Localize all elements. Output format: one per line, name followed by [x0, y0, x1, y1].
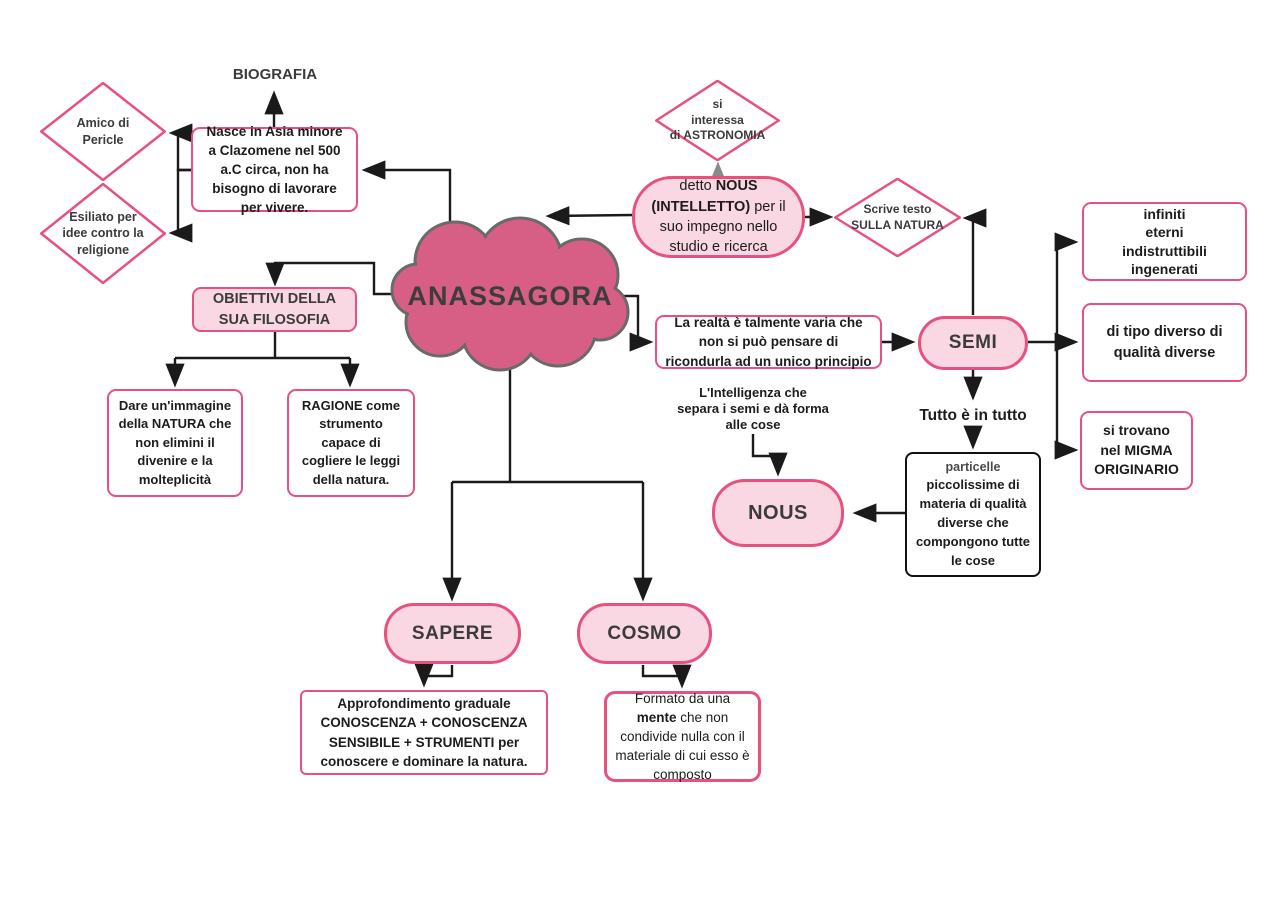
- realta-label: La realtà è talmente varia che non si pu…: [665, 315, 872, 369]
- detto-nous-label: detto NOUS (INTELLETTO) per il suo impeg…: [651, 178, 786, 256]
- node-approfondimento[interactable]: Approfondimento graduale CONOSCENZA + CO…: [300, 690, 548, 775]
- node-nascita[interactable]: Nasce in Asia minore a Clazomene nel 500…: [191, 124, 358, 215]
- particelle-title: particelle: [945, 460, 1001, 475]
- connector-dettonous-cloud: [545, 206, 633, 226]
- connector-semi-scrive: [962, 208, 987, 315]
- astronomia-label: si interessa di ASTRONOMIA: [669, 97, 766, 143]
- formato-label: Formato da una mente che non condivide n…: [615, 690, 750, 783]
- anassagora-label: ANASSAGORA: [407, 280, 613, 311]
- diamond-shape: [40, 183, 166, 284]
- node-amico-di-pericle[interactable]: Amico di Pericle: [40, 82, 166, 181]
- dare-immagine-label: Dare un'immagine della NATURA che non el…: [118, 397, 232, 487]
- node-realta[interactable]: La realtà è talmente varia che non si pu…: [655, 315, 882, 369]
- node-obiettivi[interactable]: OBIETTIVI DELLA SUA FILOSOFIA: [192, 287, 357, 332]
- node-cosmo[interactable]: COSMO: [577, 603, 712, 664]
- diamond-shape: [40, 82, 166, 181]
- obiettivi-label: OBIETTIVI DELLA SUA FILOSOFIA: [212, 290, 337, 328]
- amico-label: Amico di Pericle: [76, 116, 130, 147]
- tipo-diverso-label: di tipo diverso di qualità diverse: [1106, 323, 1223, 361]
- diamond-shape: [655, 80, 780, 161]
- node-dare-immagine[interactable]: Dare un'immagine della NATURA che non el…: [107, 389, 243, 497]
- connector-nascita-amico: [168, 123, 193, 172]
- ragione-label: RAGIONE come strumento capace di coglier…: [301, 397, 401, 487]
- connector-sapere-approfondimento: [414, 663, 454, 688]
- node-nous[interactable]: NOUS: [712, 479, 844, 547]
- node-ragione[interactable]: RAGIONE come strumento capace di coglier…: [287, 389, 415, 497]
- connector-cosmo-formato: [641, 664, 692, 689]
- node-detto-nous[interactable]: detto NOUS (INTELLETTO) per il suo impeg…: [632, 176, 805, 258]
- particelle-body: piccolissime di materia di qualità diver…: [915, 477, 1031, 568]
- node-astronomia[interactable]: si interessa di ASTRONOMIA: [655, 80, 780, 161]
- nascita-label: Nasce in Asia minore a Clazomene nel 500…: [206, 123, 343, 216]
- node-infiniti[interactable]: infiniti eterni indistruttibili ingenera…: [1082, 202, 1247, 281]
- nous-label: NOUS: [748, 501, 808, 524]
- infiniti-label: infiniti eterni indistruttibili ingenera…: [1122, 205, 1207, 277]
- connector-nascita-esiliato: [168, 168, 193, 243]
- connector-cloud-nascita: [361, 160, 452, 230]
- node-biografia[interactable]: BIOGRAFIA: [213, 63, 337, 85]
- connector-cloud-realta: [620, 294, 654, 352]
- connector-obiettivi-split: [175, 332, 350, 360]
- node-migma[interactable]: si trovano nel MIGMA ORIGINARIO: [1080, 411, 1193, 490]
- node-scrive-testo[interactable]: Scrive testo SULLA NATURA: [834, 178, 961, 257]
- node-tipo-diverso[interactable]: di tipo diverso di qualità diverse: [1082, 303, 1247, 382]
- scrive-label: Scrive testo SULLA NATURA: [851, 201, 944, 232]
- approfondimento-label: Approfondimento graduale CONOSCENZA + CO…: [320, 696, 528, 769]
- node-esiliato[interactable]: Esiliato per idee contro la religione: [40, 183, 166, 284]
- diamond-shape: [834, 178, 961, 257]
- connector-intelligenza-nous: [751, 434, 788, 477]
- cosmo-label: COSMO: [607, 622, 682, 644]
- node-tutto-e-in-tutto[interactable]: Tutto è in tutto: [908, 405, 1038, 427]
- sapere-label: SAPERE: [411, 622, 494, 644]
- connector-cloud-bottomsplit: [452, 368, 643, 484]
- biografia-label: BIOGRAFIA: [232, 65, 318, 83]
- semi-label: SEMI: [948, 332, 998, 353]
- node-semi[interactable]: SEMI: [918, 316, 1028, 370]
- connector-cloud-obiettivi: [265, 261, 394, 296]
- node-anassagora[interactable]: ANASSAGORA: [405, 276, 615, 316]
- migma-label: si trovano nel MIGMA ORIGINARIO: [1094, 421, 1179, 478]
- node-formato[interactable]: Formato da una mente che non condivide n…: [604, 691, 761, 782]
- node-particelle[interactable]: particelle piccolissime di materia di qu…: [905, 452, 1041, 577]
- esiliato-label: Esiliato per idee contro la religione: [62, 210, 144, 257]
- intelligenza-label: L'Intelligenza che separa i semi e dà fo…: [677, 384, 829, 433]
- node-sapere[interactable]: SAPERE: [384, 603, 521, 664]
- anassagora-cloud-shape[interactable]: [390, 216, 630, 372]
- tutto-label: Tutto è in tutto: [919, 407, 1027, 424]
- node-intelligenza[interactable]: L'Intelligenza che separa i semi e dà fo…: [665, 385, 841, 433]
